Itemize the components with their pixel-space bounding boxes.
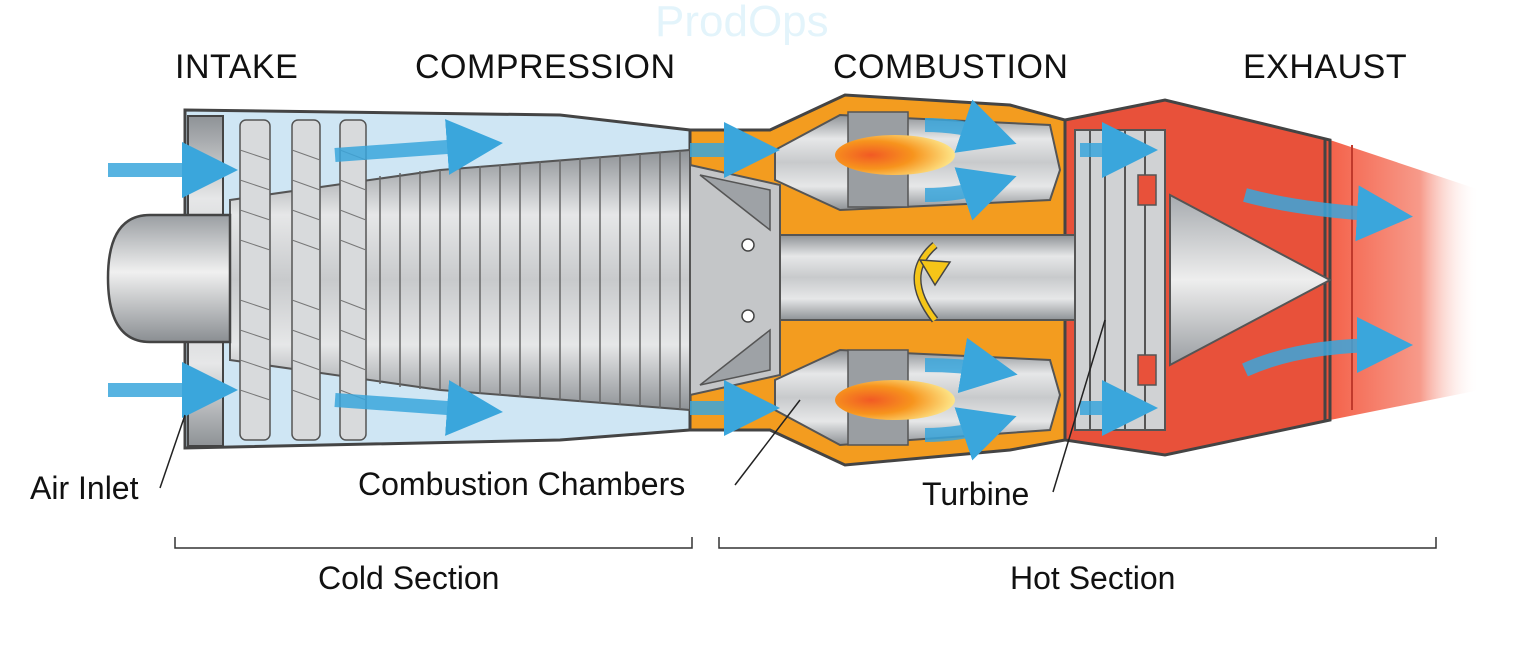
flame-lower bbox=[835, 380, 955, 420]
exhaust-cone bbox=[1169, 193, 1333, 367]
part-label-turbine: Turbine bbox=[922, 476, 1030, 512]
watermark-text: ProdOps bbox=[655, 0, 829, 46]
flame-upper bbox=[835, 135, 955, 175]
fan-blade-rows bbox=[239, 119, 367, 441]
turbine-stages bbox=[1074, 129, 1166, 431]
part-label-combustion-chambers: Combustion Chambers bbox=[358, 466, 686, 502]
leader-lines bbox=[159, 319, 1106, 493]
cold-section-bracket bbox=[174, 537, 693, 549]
section-label-hot: Hot Section bbox=[1010, 560, 1176, 596]
spinner-nose-cone bbox=[106, 213, 232, 344]
hot-section-bracket bbox=[718, 537, 1437, 549]
part-label-air-inlet: Air Inlet bbox=[30, 470, 139, 506]
stage-title-exhaust: EXHAUST bbox=[1243, 48, 1408, 86]
combustion-chamber-lower bbox=[774, 348, 1062, 447]
rotation-arrow bbox=[913, 241, 952, 323]
compressor-stages bbox=[379, 151, 681, 409]
stage-title-intake: INTAKE bbox=[175, 48, 299, 86]
airflow-arrows bbox=[108, 99, 1413, 461]
section-label-cold: Cold Section bbox=[318, 560, 500, 596]
combustion-chamber-upper bbox=[774, 111, 1062, 212]
stage-title-compression: COMPRESSION bbox=[415, 48, 676, 86]
stage-title-combustion: COMBUSTION bbox=[833, 48, 1069, 86]
